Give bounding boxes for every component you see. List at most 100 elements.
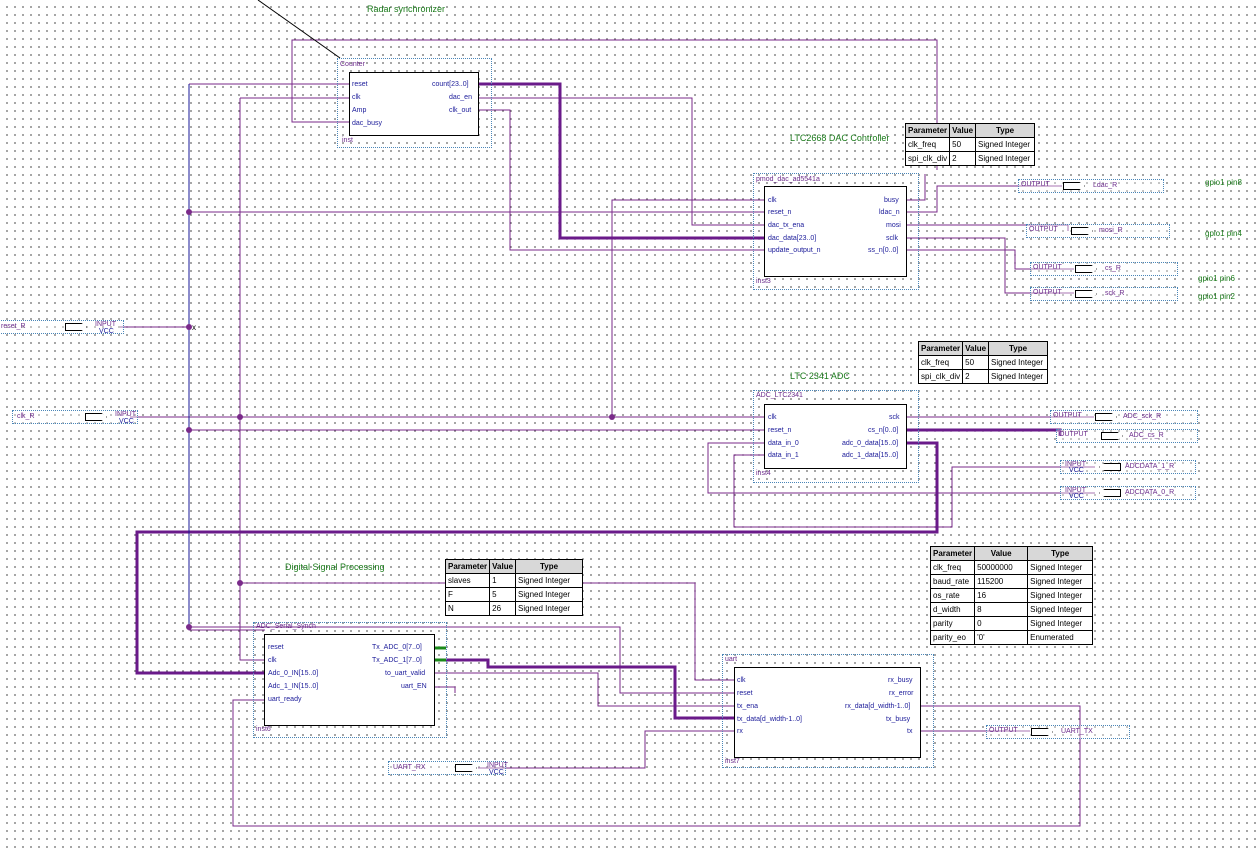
dac-port: sclk [886, 235, 899, 242]
param-cell: Enumerated [1027, 630, 1094, 645]
input-arrow-icon [455, 764, 477, 772]
pin-sub: VCC [1069, 493, 1084, 500]
param-cell: spi_clk_div [917, 369, 964, 384]
title-dsp: Digital Signal Processing [285, 562, 385, 572]
output-pin-mosi[interactable]: OUTPUT mosi_R [1026, 224, 1170, 238]
input-pin-clk[interactable]: clk_R INPUT VCC [12, 410, 138, 425]
dac-inst: inst3 [756, 278, 771, 285]
gpio-label: gpio1 pin8 [1205, 178, 1242, 187]
uart-port: tx_ena [737, 703, 759, 710]
uart-name: uart [725, 656, 738, 663]
pin-name: sck_R [1105, 290, 1125, 297]
param-cell: 50000000 [974, 560, 1029, 575]
title-adc: LTC 2341 ADC [790, 371, 850, 381]
title-dac: LTC2668 DAC Controller [790, 133, 890, 143]
param-cell: 50 [962, 355, 990, 370]
param-cell: Signed Integer [1027, 588, 1094, 603]
uart-port: reset [737, 690, 753, 697]
counter-port: clk_out [449, 107, 472, 114]
dac-port: reset_n [768, 209, 792, 216]
pin-name: ADC_sck_R [1123, 413, 1162, 420]
counter-port: count[23..0] [432, 81, 469, 88]
pin-name: Ldac_R [1093, 182, 1118, 189]
uart-port: tx [907, 728, 913, 735]
input-pin-reset[interactable]: reset_R INPUT VCC [0, 320, 124, 335]
adc-port: reset_n [768, 427, 792, 434]
param-cell: slaves [444, 573, 491, 588]
dsp-port: reset [268, 644, 284, 651]
param-cell: clk_freq [917, 355, 964, 370]
dsp-port: Adc_1_IN[15..0] [268, 683, 319, 690]
output-pin-cs[interactable]: OUTPUT cs_R [1030, 262, 1178, 276]
counter-inst: inst [342, 137, 353, 144]
uart-port: rx_busy [888, 677, 913, 684]
dsp-frame[interactable] [253, 622, 447, 738]
output-pin-uart-tx[interactable]: OUTPUT UART_TX [986, 725, 1130, 739]
uart-port: rx [737, 728, 743, 735]
pin-name: ADCDATA_0_R [1125, 489, 1175, 496]
dac-block[interactable] [764, 186, 907, 277]
param-cell: Signed Integer [1027, 574, 1094, 589]
dsp-port: to_uart_valid [385, 670, 426, 677]
counter-port: reset [352, 81, 368, 88]
param-header: Parameter [904, 123, 951, 138]
dac-port: update_output_n [768, 247, 821, 254]
dac-name: pmod_dac_ad5541a [756, 176, 820, 183]
dsp-port: clk [268, 657, 277, 664]
param-cell: '0' [974, 630, 1029, 645]
dsp-name: ADC_Serial_Synch [256, 623, 316, 630]
output-arrow-icon [1101, 432, 1123, 440]
output-pin-adc-cs[interactable]: OUTPUT ADC_cs_R [1056, 429, 1198, 443]
input-pin-uart-rx[interactable]: UART_RX INPUT VCC [388, 761, 508, 776]
output-pin-sck[interactable]: OUTPUT sck_R [1030, 287, 1178, 301]
adc-port: clk [768, 414, 777, 421]
param-header: Type [515, 559, 584, 574]
param-header: Value [949, 123, 977, 138]
param-cell: 8 [974, 602, 1029, 617]
param-cell: Signed Integer [975, 151, 1036, 166]
param-cell: 2 [949, 151, 977, 166]
input-pin-adcdata0[interactable]: INPUT VCC ADCDATA_0_R [1060, 486, 1196, 500]
pin-name: UART_TX [1061, 728, 1093, 735]
uart-frame[interactable] [722, 654, 934, 768]
svg-text:x: x [192, 323, 196, 332]
pin-kind: INPUT [487, 762, 508, 769]
dsp-inst: inst6 [256, 726, 271, 733]
pin-name: ADC_cs_R [1129, 432, 1164, 439]
param-cell: parity [929, 616, 976, 631]
param-cell: 16 [974, 588, 1029, 603]
adc-frame[interactable] [753, 390, 919, 483]
dsp-port: uart_ready [268, 696, 302, 703]
counter-block[interactable] [349, 72, 479, 136]
output-arrow-icon [1075, 290, 1097, 298]
dsp-block[interactable] [264, 634, 435, 726]
adc-block[interactable] [764, 404, 907, 469]
pin-sub: VCC [99, 328, 114, 335]
param-cell: 26 [489, 601, 517, 616]
adc-port: sck [889, 414, 900, 421]
param-header: Parameter [444, 559, 491, 574]
input-pin-adcdata1[interactable]: INPUT VCC ADCDATA_1_R [1060, 460, 1196, 474]
param-cell: 5 [489, 587, 517, 602]
pin-name: clk_R [17, 413, 35, 420]
pin-kind: OUTPUT [1033, 264, 1062, 271]
param-cell: 1 [489, 573, 517, 588]
output-pin-ldac[interactable]: OUTPUT Ldac_R [1018, 179, 1164, 193]
uart-port: clk [737, 677, 746, 684]
param-cell: os_rate [929, 588, 976, 603]
param-header: Value [974, 546, 1029, 561]
pin-kind: OUTPUT [1033, 289, 1062, 296]
uart-block[interactable] [734, 667, 921, 758]
param-cell: Signed Integer [1027, 602, 1094, 617]
param-header: Parameter [929, 546, 976, 561]
pin-sub: VCC [1069, 467, 1084, 474]
param-cell: Signed Integer [515, 601, 584, 616]
param-header: Value [489, 559, 517, 574]
dac-frame[interactable] [753, 173, 919, 290]
param-cell: 2 [962, 369, 990, 384]
output-pin-adc-sck[interactable]: OUTPUT ADC_sck_R [1050, 410, 1198, 424]
adc-name: ADC_LTC2341 [756, 392, 803, 399]
counter-frame[interactable] [337, 58, 492, 148]
